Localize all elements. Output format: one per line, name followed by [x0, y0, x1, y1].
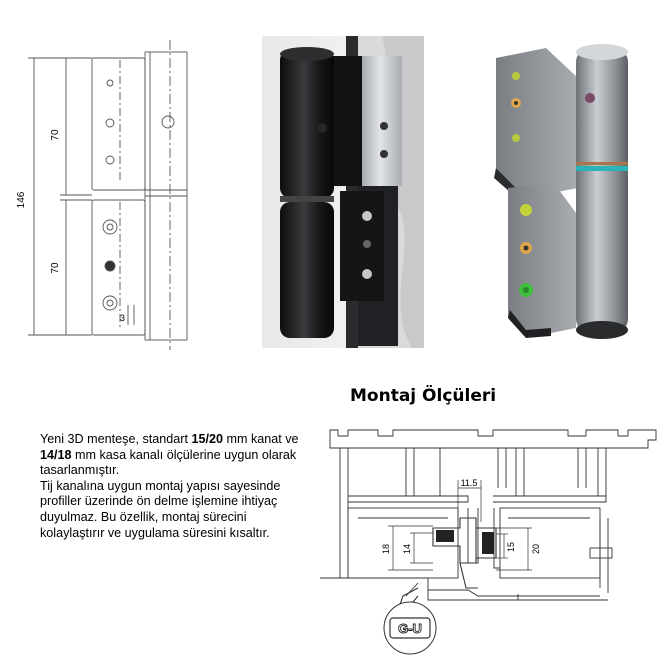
dim-left-inner: 14 — [402, 544, 412, 554]
dim-total: 146 — [16, 191, 27, 208]
desc-bold-2: 14/18 — [40, 447, 72, 462]
montage-title: Montaj Ölçüleri — [350, 386, 497, 406]
description-paragraph-1: Yeni 3D menteşe, standart 15/20 mm kanat… — [40, 432, 310, 479]
description-paragraph-2: Tij kanalına uygun montaj yapısı sayesin… — [40, 478, 281, 540]
dim-lower: 70 — [50, 262, 61, 274]
dim-small: 3 — [120, 313, 125, 323]
desc-bold-1: 15/20 — [191, 432, 223, 446]
dim-left-outer: 18 — [381, 544, 391, 554]
desc-text-3: mm kasa kanalı ölçülerine uygun olarak t… — [40, 447, 297, 478]
desc-text-2: mm kanat ve — [222, 432, 299, 446]
black-hinge-photo — [262, 36, 424, 348]
desc-text-1: Yeni 3D menteşe, standart — [40, 432, 192, 446]
description-text: Yeni 3D menteşe, standart 15/20 mm kanat… — [40, 432, 310, 541]
dim-right-outer: 20 — [531, 544, 541, 554]
gu-logo: G-U — [398, 621, 422, 636]
hinge-technical-drawing: 70 70 146 3 — [16, 40, 188, 350]
grey-hinge-render — [494, 44, 628, 339]
montage-cross-section: 11.5 18 14 15 20 G-U — [320, 429, 657, 655]
dim-right-inner: 15 — [506, 542, 516, 552]
dim-upper: 70 — [50, 129, 61, 141]
dim-top: 11.5 — [461, 478, 478, 488]
